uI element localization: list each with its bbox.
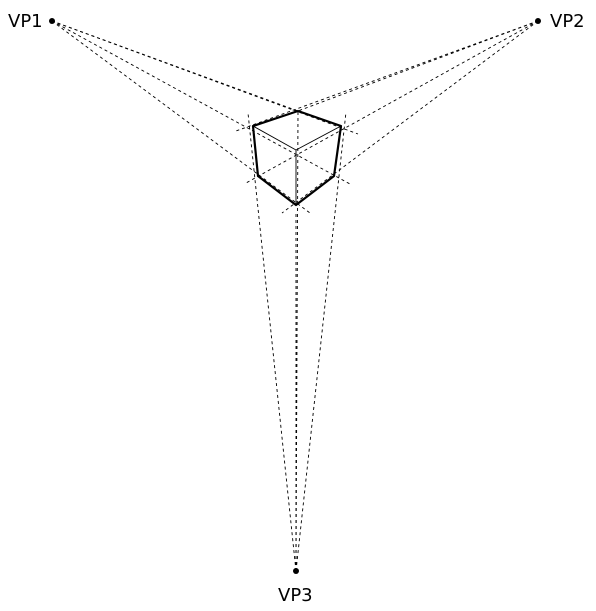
- guide-lines-vp2: [235, 20, 539, 214]
- cube: [251, 109, 343, 207]
- vanishing-point-vp3: VP3: [278, 568, 313, 606]
- vp3-dot: [293, 568, 299, 574]
- vanishing-point-vp1: VP1: [8, 11, 55, 32]
- guide-line: [295, 110, 299, 572]
- hidden-edge: [295, 125, 342, 151]
- guide-line: [281, 20, 539, 214]
- guide-lines-vp3: [247, 110, 347, 572]
- vp2-label: VP2: [550, 11, 585, 32]
- vp3-label: VP3: [278, 585, 313, 606]
- hidden-edge: [252, 125, 297, 151]
- vp1-dot: [49, 18, 55, 24]
- guide-line: [245, 20, 539, 184]
- vp2-dot: [535, 18, 541, 24]
- vanishing-point-vp2: VP2: [535, 11, 585, 32]
- guide-line: [51, 20, 299, 112]
- guide-line: [295, 111, 347, 572]
- guide-line: [247, 112, 297, 572]
- guide-line: [51, 20, 351, 185]
- guide-line: [235, 20, 539, 132]
- vp1-label: VP1: [8, 11, 43, 32]
- cube-hidden-edges: [252, 125, 342, 205]
- cube-silhouette: [251, 109, 343, 207]
- guide-line: [51, 20, 311, 214]
